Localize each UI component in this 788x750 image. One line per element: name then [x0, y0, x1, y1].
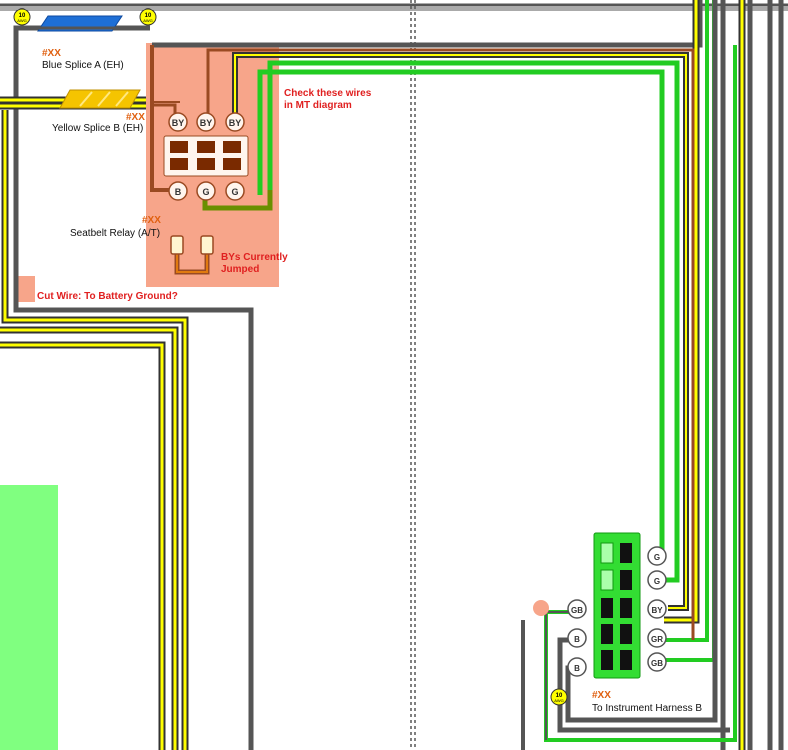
awg-badge-bottom: 10 AWG [550, 688, 568, 706]
svg-text:BY: BY [651, 606, 663, 615]
svg-text:10: 10 [145, 13, 152, 19]
svg-text:G: G [202, 187, 209, 197]
relay-name: Seatbelt Relay (A/T) [70, 228, 160, 239]
svg-text:B: B [574, 664, 580, 673]
relay-pin-bottom: B [168, 181, 188, 201]
relay-pin-bottom: G [196, 181, 216, 201]
cut-wire-note: Cut Wire: To Battery Ground? [37, 291, 178, 302]
svg-text:10: 10 [19, 13, 26, 19]
harness-pin-left: GB [567, 599, 587, 619]
jumper-terminal [170, 235, 184, 255]
svg-text:AWG: AWG [17, 18, 26, 23]
yellow-splice-name: Yellow Splice B (EH) [52, 123, 143, 134]
check-wires-note: in MT diagram [284, 100, 352, 111]
svg-text:GB: GB [571, 606, 583, 615]
relay-jumper [174, 250, 210, 275]
relay-brown-wires [150, 45, 180, 192]
bys-jumped-note: BYs Currently [221, 252, 288, 263]
svg-text:BY: BY [229, 118, 242, 128]
cut-wire-highlight [17, 276, 35, 302]
top-bus-wires [0, 3, 788, 11]
harness-pin-right: BY [647, 599, 667, 619]
harness-name: To Instrument Harness B [592, 703, 702, 714]
yellow-splice-id: #XX [126, 112, 145, 123]
svg-text:B: B [175, 187, 182, 197]
harness-pin-right: GB [647, 652, 667, 672]
relay-id: #XX [142, 215, 161, 226]
bys-jumped-note: Jumped [221, 264, 259, 275]
harness-pin-right: G [647, 546, 667, 566]
jumper-terminal [200, 235, 214, 255]
relay-pin-top: BY [196, 112, 216, 132]
relay-connector-slots [170, 141, 241, 170]
svg-text:G: G [231, 187, 238, 197]
harness-pin-right: G [647, 570, 667, 590]
harness-highlight-dot [533, 600, 549, 616]
svg-text:BY: BY [172, 118, 185, 128]
svg-text:B: B [574, 635, 580, 644]
check-wires-note: Check these wires [284, 88, 372, 99]
harness-connector-slots [600, 542, 632, 670]
relay-pin-top: BY [168, 112, 188, 132]
svg-text:BY: BY [200, 118, 213, 128]
relay-pin-top: BY [225, 112, 245, 132]
blue-splice-name: Blue Splice A (EH) [42, 60, 124, 71]
svg-text:10: 10 [556, 693, 563, 699]
harness-pin-right: GR [647, 628, 667, 648]
yellow-splice [59, 89, 141, 109]
harness-pin-left: B [567, 657, 587, 677]
harness-id: #XX [592, 690, 611, 701]
relay-to-harness-wires [202, 48, 695, 640]
svg-text:GB: GB [651, 659, 663, 668]
svg-text:AWG: AWG [143, 18, 152, 23]
relay-pin-bottom: G [225, 181, 245, 201]
green-panel [0, 485, 58, 750]
svg-text:GR: GR [651, 635, 663, 644]
svg-text:G: G [654, 577, 660, 586]
awg-badge-top-right: 10 AWG [139, 8, 157, 26]
yellow-splice-stripes [79, 91, 129, 107]
harness-pin-left: B [567, 628, 587, 648]
awg-badge-top-left: 10 AWG [13, 8, 31, 26]
svg-text:G: G [654, 553, 660, 562]
blue-splice-id: #XX [42, 48, 61, 59]
svg-text:AWG: AWG [554, 698, 563, 703]
